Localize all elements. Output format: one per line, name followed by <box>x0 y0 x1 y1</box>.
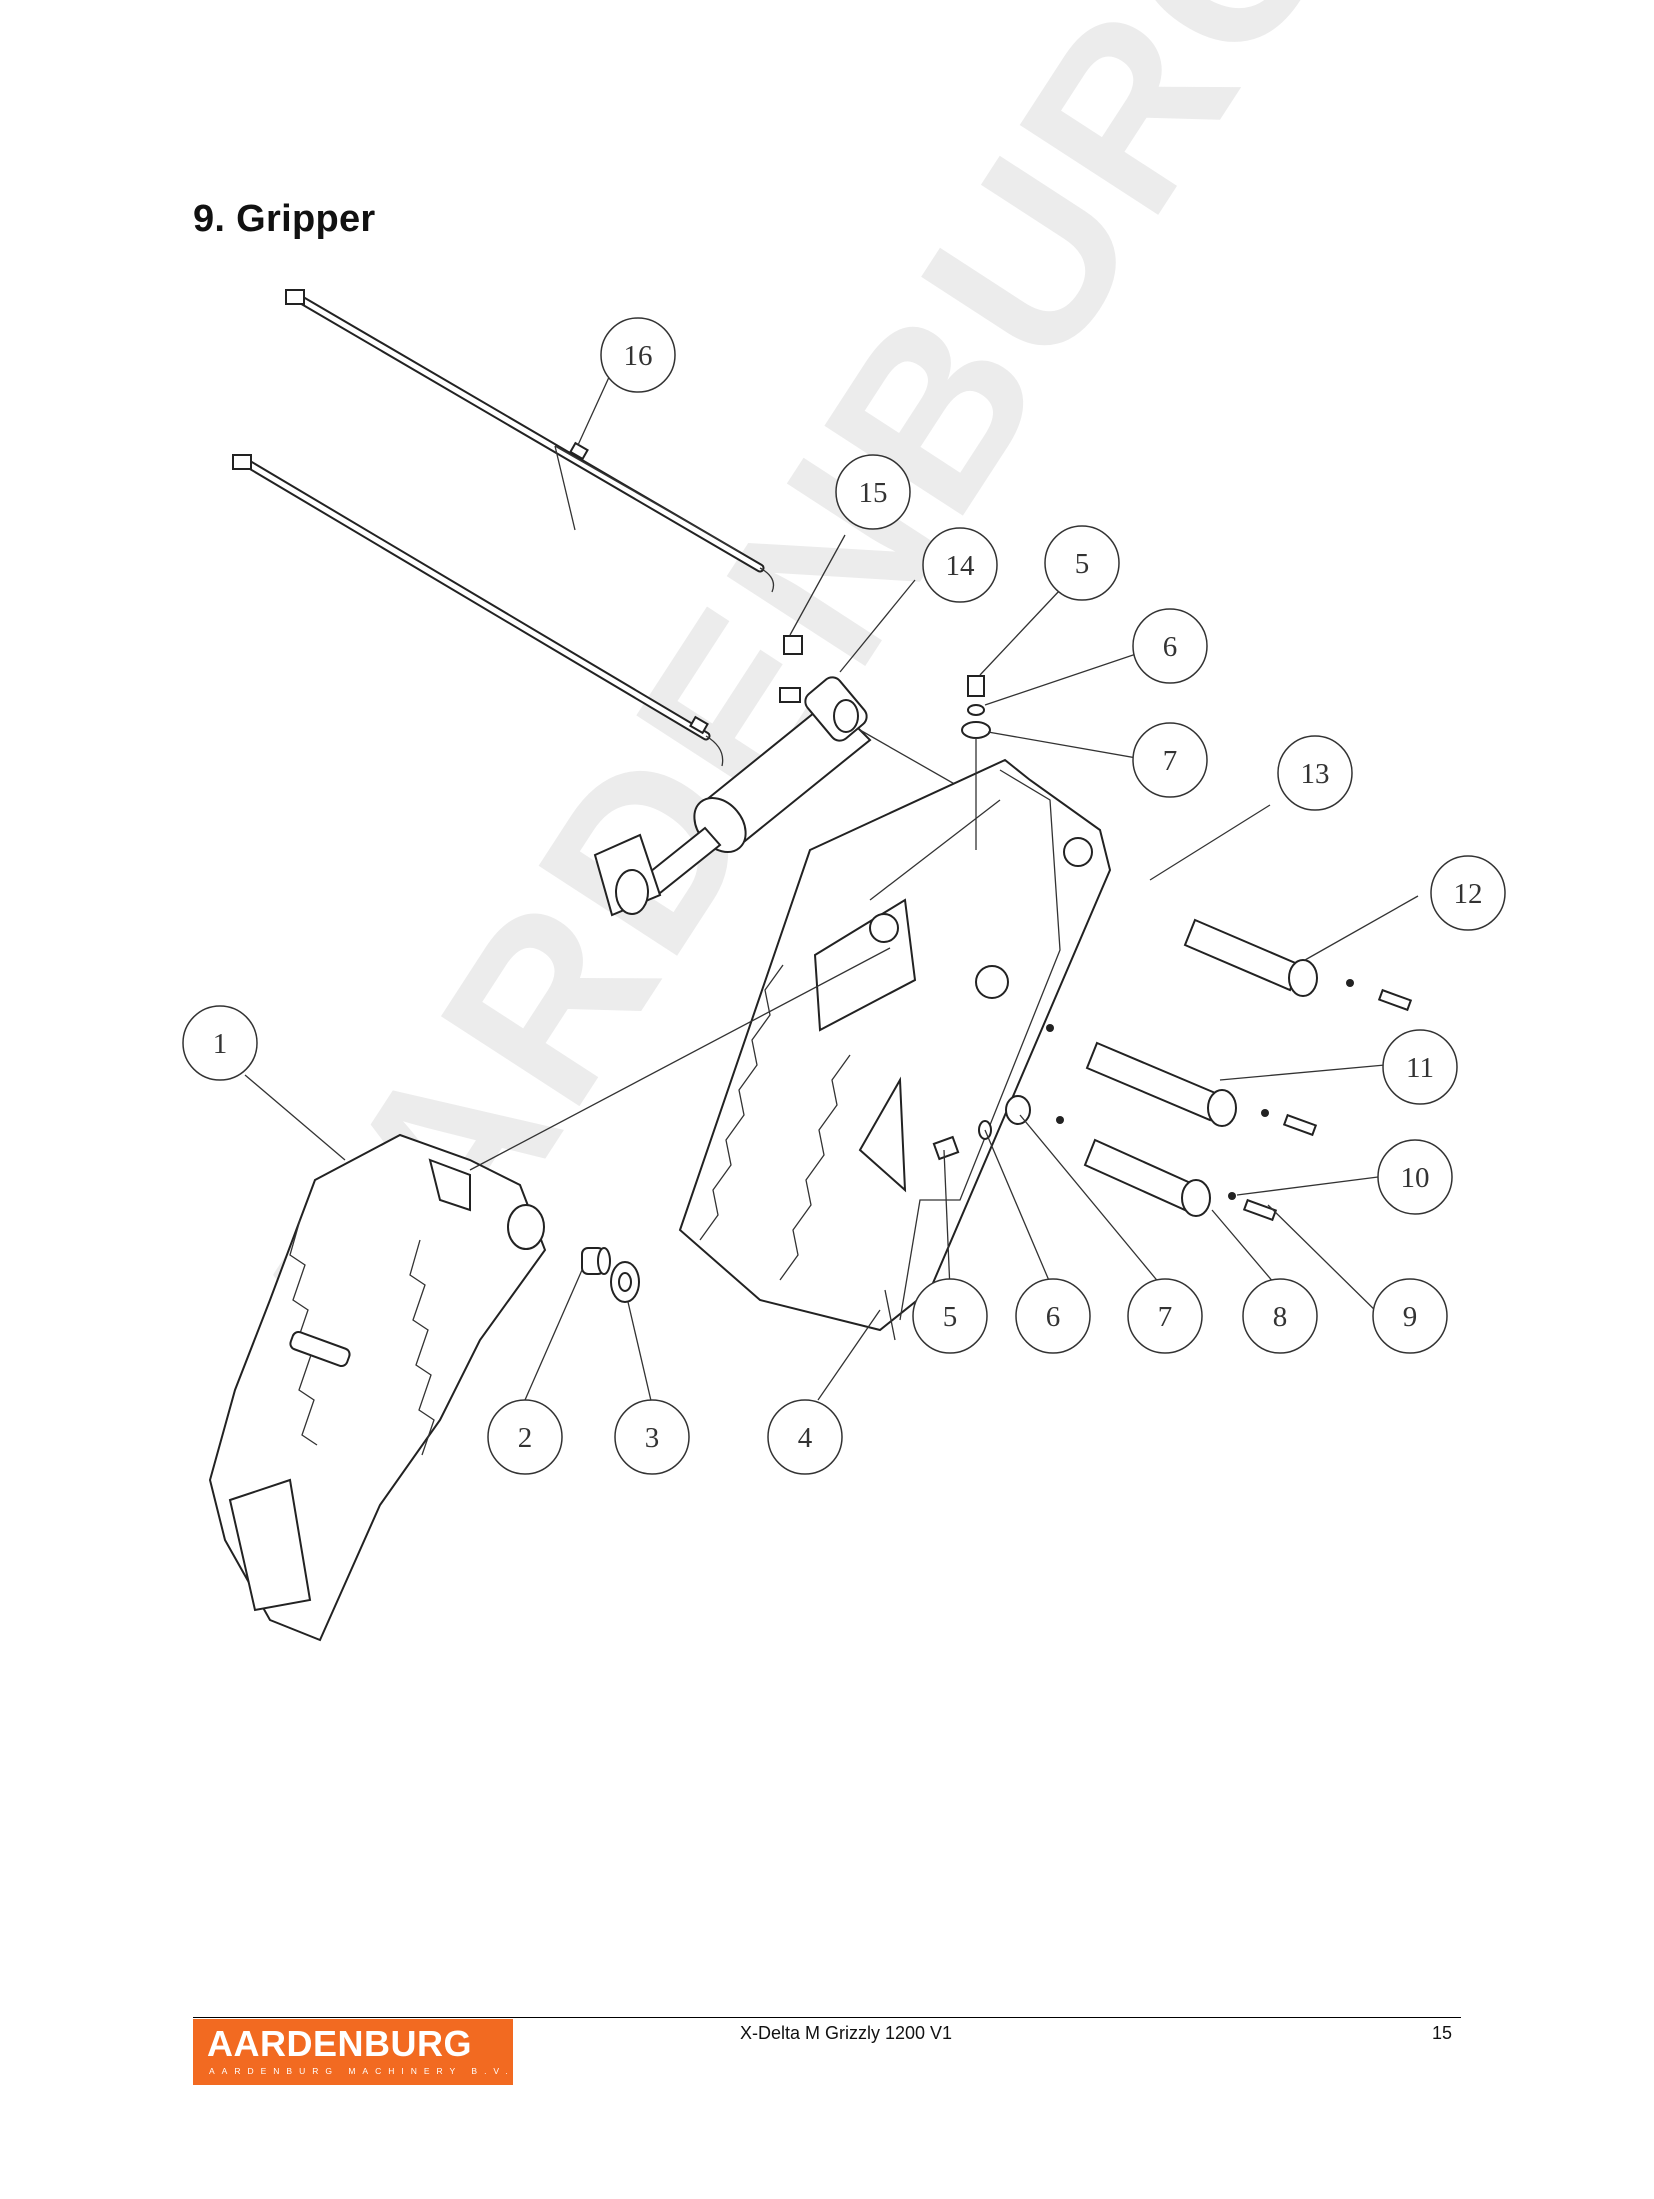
hydraulic-cylinder <box>593 635 872 917</box>
svg-text:5: 5 <box>943 1301 958 1333</box>
logo-tagline: AARDENBURG MACHINERY B.V. 1974 <box>209 2066 571 2076</box>
callout-6-side: 6 <box>1015 1278 1091 1354</box>
svg-text:2: 2 <box>518 1422 533 1454</box>
svg-text:6: 6 <box>1046 1301 1061 1333</box>
callout-2: 2 <box>487 1399 563 1475</box>
callout-12: 12 <box>1430 855 1506 931</box>
callout-5-top: 5 <box>1044 525 1120 601</box>
hydraulic-hose-upper <box>285 289 775 593</box>
leader-lines <box>244 374 1419 1406</box>
callout-15: 15 <box>835 454 911 530</box>
gripper-jaw <box>208 1133 547 1642</box>
svg-text:7: 7 <box>1158 1301 1173 1333</box>
callout-3: 3 <box>614 1399 690 1475</box>
pin-middle <box>1085 1041 1318 1137</box>
svg-text:12: 12 <box>1454 878 1483 910</box>
fasteners-top <box>961 675 991 850</box>
callout-9: 9 <box>1372 1278 1448 1354</box>
gripper-main-frame <box>678 758 1112 1341</box>
callout-11: 11 <box>1382 1029 1458 1105</box>
svg-text:4: 4 <box>798 1422 813 1454</box>
pin-lower <box>1083 1138 1278 1222</box>
hydraulic-hose-lower <box>232 454 724 767</box>
svg-text:16: 16 <box>624 340 653 372</box>
footer-divider <box>193 2017 1461 2018</box>
callout-5-side: 5 <box>912 1278 988 1354</box>
pin-upper <box>1183 918 1413 1012</box>
callout-8: 8 <box>1242 1278 1318 1354</box>
logo-wordmark: AARDENBURG <box>207 2023 472 2064</box>
footer-document-name: X-Delta M Grizzly 1200 V1 <box>740 2023 953 2043</box>
callout-1: 1 <box>182 1005 258 1081</box>
fasteners-side <box>932 1024 1064 1161</box>
callout-14: 14 <box>922 527 998 603</box>
aardenburg-logo: AARDENBURG AARDENBURG MACHINERY B.V. 197… <box>193 2019 564 2085</box>
callout-13: 13 <box>1277 735 1353 811</box>
footer-page-number: 15 <box>1432 2023 1453 2043</box>
svg-text:10: 10 <box>1401 1162 1430 1194</box>
svg-text:1: 1 <box>213 1028 228 1060</box>
svg-text:15: 15 <box>859 477 888 509</box>
svg-text:5: 5 <box>1075 548 1090 580</box>
callout-7-side: 7 <box>1127 1278 1203 1354</box>
svg-text:14: 14 <box>946 550 976 582</box>
svg-text:7: 7 <box>1163 745 1178 777</box>
svg-text:11: 11 <box>1406 1052 1434 1084</box>
svg-text:13: 13 <box>1301 758 1330 790</box>
svg-text:3: 3 <box>645 1422 660 1454</box>
center-line-jaw <box>469 947 891 1171</box>
callout-16: 16 <box>600 317 676 393</box>
bushing <box>581 1247 611 1275</box>
svg-text:8: 8 <box>1273 1301 1288 1333</box>
callout-6-top: 6 <box>1132 608 1208 684</box>
callout-7-top: 7 <box>1132 722 1208 798</box>
callout-10: 10 <box>1377 1139 1453 1215</box>
page-title: 9. Gripper <box>193 198 376 240</box>
callout-4: 4 <box>767 1399 843 1475</box>
svg-text:9: 9 <box>1403 1301 1418 1333</box>
washer <box>610 1261 640 1303</box>
svg-text:6: 6 <box>1163 631 1178 663</box>
